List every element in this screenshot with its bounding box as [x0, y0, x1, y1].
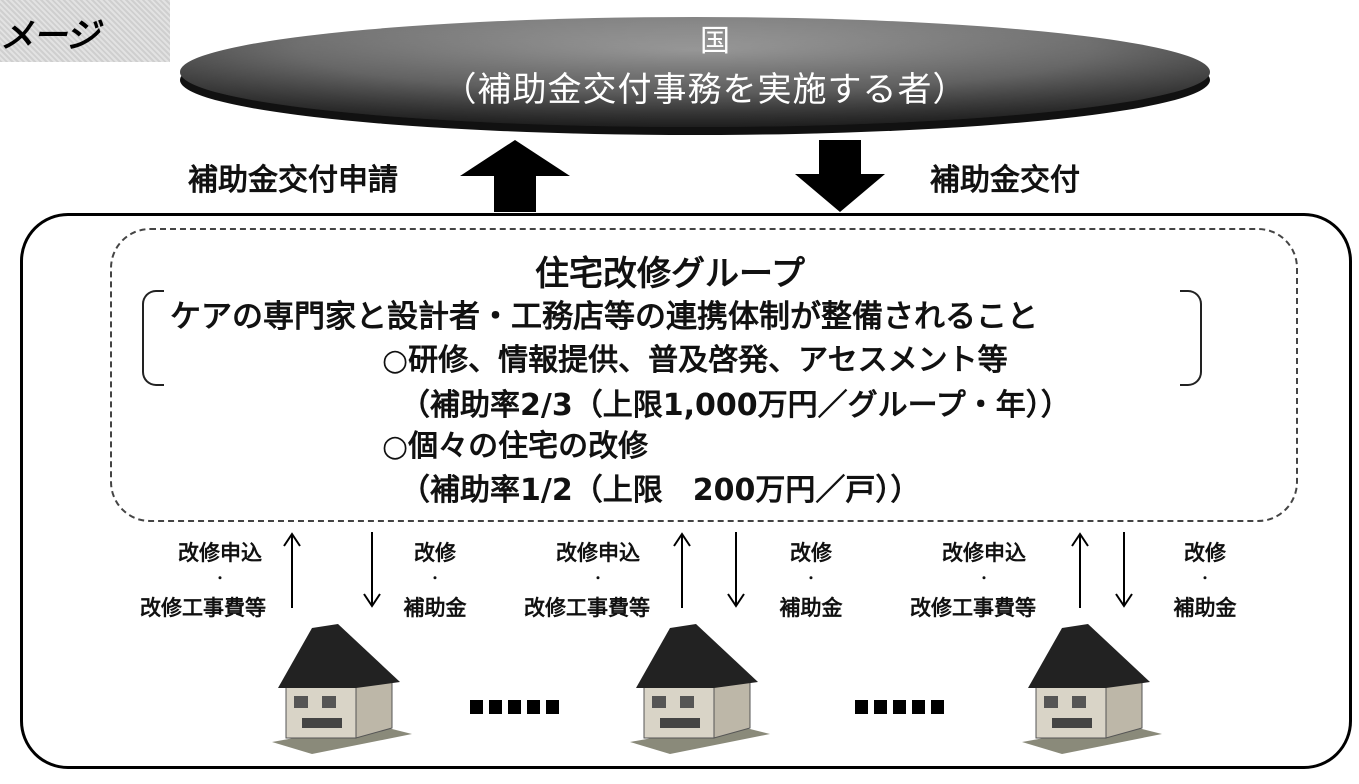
- arrow-down-icon: [1115, 532, 1133, 608]
- flow-down-label: 補助金: [403, 596, 467, 620]
- flow-down-label: 補助金: [779, 596, 843, 620]
- flow-up-label: 改修申込: [178, 541, 262, 565]
- flow-up-label: 改修申込: [556, 541, 640, 565]
- apply-arrow-up-icon: [460, 140, 570, 212]
- arrow-up-icon: [673, 532, 691, 608]
- house-icon: [1022, 624, 1162, 754]
- house-icon: [630, 624, 770, 754]
- government-name: 国: [700, 24, 730, 59]
- flow-up-label: 改修工事費等: [524, 596, 650, 620]
- arrow-up-icon: [283, 532, 301, 608]
- arrow-up-icon: [1071, 532, 1089, 608]
- flow-up-label: 改修申込: [942, 541, 1026, 565]
- flow-up-sep: ・: [213, 571, 226, 585]
- flow-up-label: 改修工事費等: [140, 596, 266, 620]
- bracket-left: [142, 290, 164, 386]
- flow-up-sep: ・: [977, 571, 990, 585]
- government-ellipse: [180, 17, 1210, 135]
- flow-up-sep: ・: [591, 571, 604, 585]
- flow-down-label: 改修: [790, 541, 832, 565]
- bracket-right: [1180, 290, 1202, 386]
- arrow-down-icon: [727, 532, 745, 608]
- flow-down-label: 補助金: [1173, 596, 1237, 620]
- group-item-training: ○研修、情報提供、普及啓発、アセスメント等: [382, 343, 1008, 378]
- grant-arrow-down-icon: [795, 140, 885, 212]
- corner-tag: [0, 0, 170, 62]
- ellipsis-dots: [470, 700, 560, 716]
- group-item-training-rate: （補助率2/3（上限1,000万円／グループ・年））: [400, 388, 1071, 423]
- ellipsis-dots: [855, 700, 945, 716]
- flow-down-label: 改修: [1184, 541, 1226, 565]
- flow-down-sep: ・: [804, 571, 817, 585]
- group-item-renovation-rate: （補助率1/2（上限 200万円／戸））: [400, 473, 921, 508]
- flow-down-sep: ・: [428, 571, 441, 585]
- flow-up-label: 改修工事費等: [910, 596, 1036, 620]
- house-icon: [272, 624, 412, 754]
- arrow-down-icon: [363, 532, 381, 608]
- group-dashed-frame: [110, 228, 1298, 522]
- government-role: （補助金交付事務を実施する者）: [442, 70, 968, 110]
- flow-down-label: 改修: [414, 541, 456, 565]
- group-title: 住宅改修グループ: [535, 254, 805, 294]
- apply-label: 補助金交付申請: [188, 163, 398, 198]
- group-item-renovation: ○個々の住宅の改修: [382, 429, 649, 464]
- outer-frame: [20, 213, 1352, 769]
- group-requirement: ケアの専門家と設計者・工務店等の連携体制が整備されること: [170, 299, 1038, 335]
- corner-tag-label: メージ: [0, 16, 99, 56]
- flow-down-sep: ・: [1198, 571, 1211, 585]
- grant-label: 補助金交付: [930, 163, 1080, 198]
